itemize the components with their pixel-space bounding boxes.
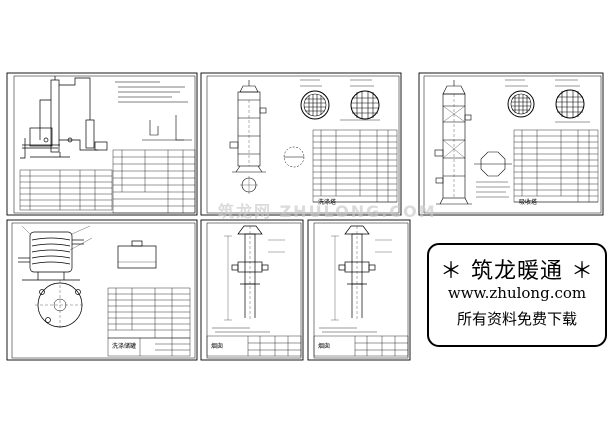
sheet-5-title: 烟囱	[211, 343, 224, 350]
sheet-3-tray-plan	[507, 90, 535, 118]
sheet-3-absorption-tower	[418, 72, 604, 216]
sheet-6-notes	[319, 327, 377, 333]
sheet-4-title-block	[107, 337, 191, 357]
sheet-1-material-table	[19, 169, 113, 211]
sheet-1-process-flow	[6, 72, 198, 216]
sheet-3-support-plan	[555, 89, 585, 119]
watermark: 筑龙网 ZHULONG.COM	[218, 202, 437, 221]
sheet-1-notes	[115, 81, 188, 103]
sheet-5-title-block	[206, 335, 302, 357]
sheet-5-dimensions	[224, 235, 285, 321]
sheet-5-chimney-elevation	[231, 225, 269, 320]
sheet-2-nozzle-detail	[283, 146, 305, 168]
sheet-3-label-lines	[505, 79, 590, 123]
logo-subtitle: 所有资料免费下载	[456, 310, 577, 328]
sheet-6-chimney-elevation	[338, 225, 376, 320]
sheet-3-nozzle-detail	[474, 151, 512, 177]
sheet-4-leaders	[21, 225, 93, 251]
sheet-2-support-plan	[350, 90, 380, 120]
sheet-3-notes	[476, 181, 510, 198]
sheet-6-title-block	[313, 335, 409, 357]
sheet-2-scrubber-tower	[200, 72, 402, 216]
sheet-1-detail-sketch	[142, 115, 192, 141]
sheet-2-tray-plan	[300, 90, 330, 120]
sheet-6-dimensions	[331, 235, 392, 321]
sheet-1-piping	[20, 76, 108, 159]
sheet-4-plan-view	[35, 280, 85, 330]
logo-url: www.zhulong.com	[447, 284, 587, 302]
sheet-4-small-tank	[117, 240, 157, 269]
sheet-2-label-lines	[300, 79, 380, 121]
logo-title: ＊ 筑龙暖通 ＊	[440, 259, 594, 284]
sheet-2-parts-table	[312, 129, 398, 203]
sheet-5-notes	[212, 327, 270, 333]
sheet-3-parts-table	[513, 129, 599, 203]
sheet-3-title: 吸收塔	[519, 199, 538, 206]
sheet-2-tower-elevation	[229, 80, 267, 194]
sheet-3-tower-elevation	[434, 80, 472, 205]
sheet-1-title-block	[112, 149, 196, 214]
sheet-4-coil-tank	[18, 231, 84, 281]
sheet-6-chimney	[307, 219, 411, 361]
sheet-6-title: 烟囱	[318, 343, 331, 350]
sheet-4-title: 洗涤储罐	[112, 343, 137, 350]
sheet-4-washing-tank	[6, 219, 198, 361]
logo-box: ＊ 筑龙暖通 ＊ www.zhulong.com 所有资料免费下载	[427, 243, 607, 347]
sheet-5-chimney	[200, 219, 304, 361]
sheet-4-parts-table	[107, 287, 191, 339]
sheet-2-title: 洗涤塔	[318, 199, 337, 206]
